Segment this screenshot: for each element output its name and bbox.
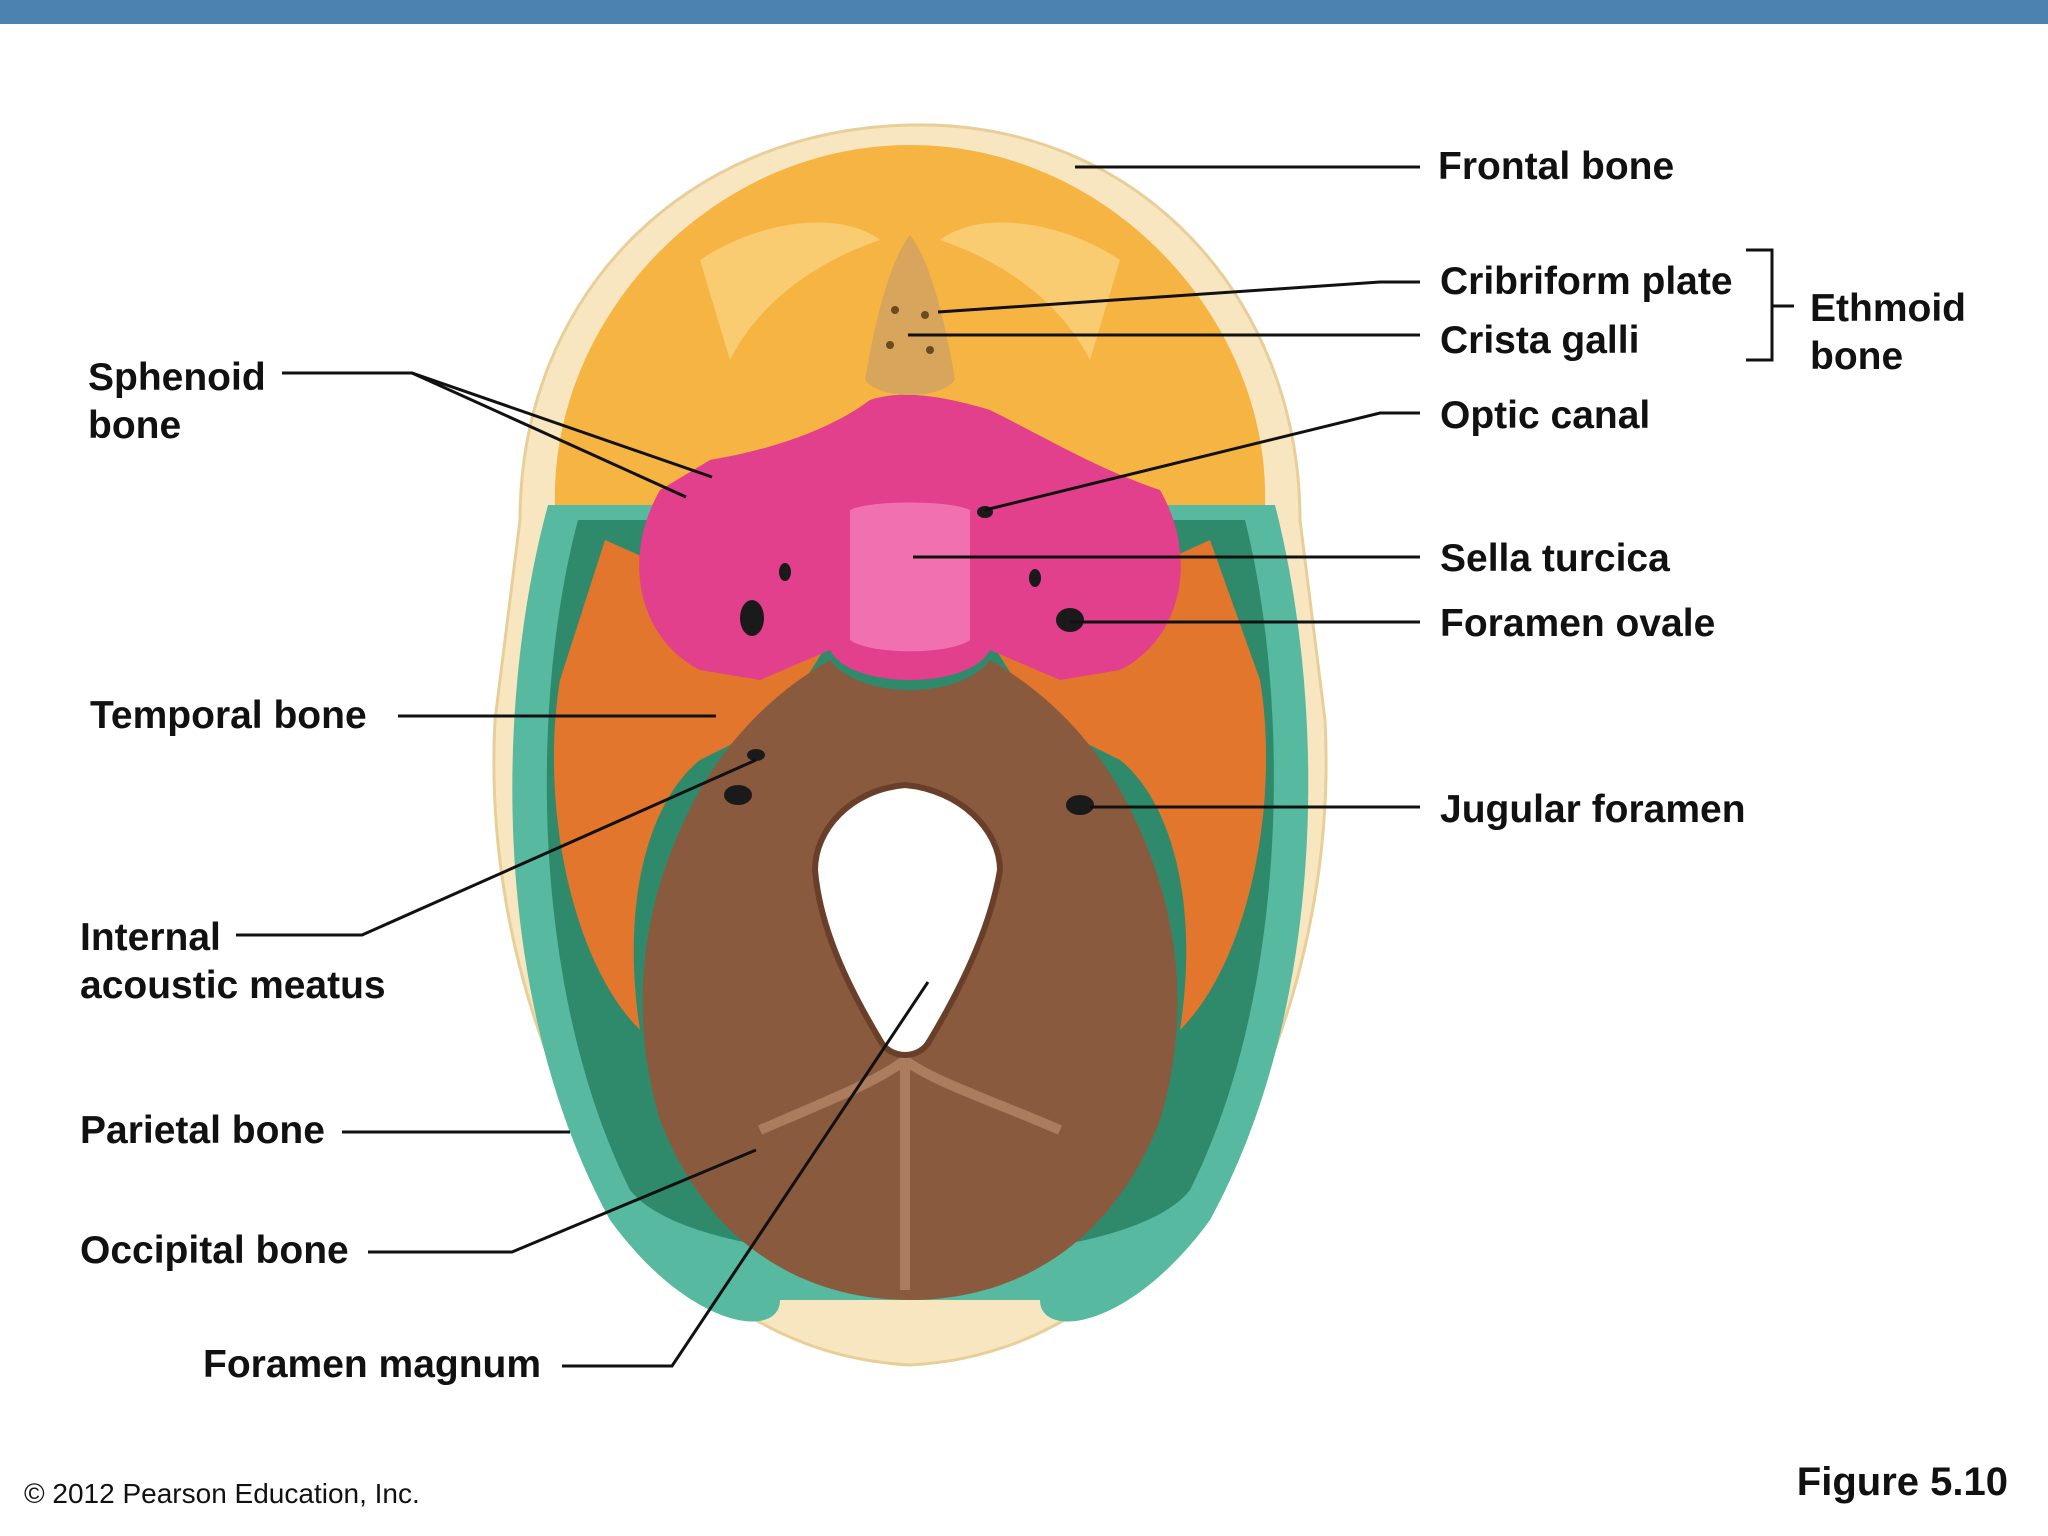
cribriform-plate-label: Cribriform plate bbox=[1440, 260, 1733, 303]
foramen-ovale-right bbox=[1056, 608, 1084, 632]
leader-cribriform bbox=[937, 280, 1420, 314]
leader-sphenoid-b bbox=[411, 371, 687, 499]
cribriform-hole bbox=[891, 306, 899, 314]
internal-label-line2: acoustic meatus bbox=[80, 964, 386, 1007]
sphenoid-bone-label: Sphenoid bone bbox=[88, 354, 266, 450]
frontal-bone-label: Frontal bone bbox=[1438, 145, 1675, 188]
sphenoid-label-line2: bone bbox=[88, 404, 182, 447]
cribriform-hole bbox=[926, 346, 934, 354]
ethmoid-bone-region bbox=[865, 235, 955, 395]
cribriform-hole bbox=[921, 311, 929, 319]
optic-canal-label: Optic canal bbox=[1440, 394, 1651, 437]
leader-internal-acoustic bbox=[236, 758, 757, 937]
internal-label-line1: Internal bbox=[80, 916, 221, 959]
crista-galli-label: Crista galli bbox=[1440, 319, 1640, 362]
sella-turcica-shape bbox=[850, 502, 970, 652]
figure-number: Figure 5.10 bbox=[1796, 1460, 2008, 1504]
header-bar bbox=[0, 0, 2048, 24]
ethmoid-label-line1: Ethmoid bbox=[1810, 287, 1966, 330]
leader-occipital bbox=[368, 1148, 757, 1254]
cribriform-hole bbox=[886, 341, 894, 349]
jugular-foramen-right bbox=[1066, 795, 1094, 815]
jugular-foramen-label: Jugular foramen bbox=[1440, 788, 1746, 831]
occipital-bone-label: Occipital bone bbox=[80, 1229, 349, 1272]
parietal-bone-label: Parietal bone bbox=[80, 1109, 325, 1152]
foramen-rotundum-right bbox=[1029, 569, 1041, 587]
temporal-bone-label: Temporal bone bbox=[90, 694, 367, 737]
frontal-highlight bbox=[700, 222, 1120, 360]
sphenoid-label-line1: Sphenoid bbox=[88, 356, 266, 399]
ethmoid-bracket bbox=[1746, 248, 1774, 362]
foramen-rotundum-left bbox=[779, 563, 791, 581]
ethmoid-bone-label: Ethmoid bone bbox=[1810, 285, 1966, 381]
jugular-foramen-left bbox=[724, 785, 752, 805]
ethmoid-label-line2: bone bbox=[1810, 335, 1904, 378]
sella-turcica-label: Sella turcica bbox=[1440, 537, 1670, 580]
foramen-ovale-left bbox=[740, 600, 764, 636]
foramen-ovale-label: Foramen ovale bbox=[1440, 602, 1716, 645]
foramen-magnum-label: Foramen magnum bbox=[203, 1343, 542, 1386]
copyright-text: © 2012 Pearson Education, Inc. bbox=[24, 1478, 420, 1509]
internal-acoustic-meatus-label: Internal acoustic meatus bbox=[80, 914, 386, 1010]
leader-foramen-magnum bbox=[562, 981, 930, 1368]
internal-acoustic-meatus-hole bbox=[747, 749, 765, 761]
leader-optic-canal bbox=[984, 411, 1420, 512]
foramen-magnum-opening bbox=[811, 781, 1004, 1058]
